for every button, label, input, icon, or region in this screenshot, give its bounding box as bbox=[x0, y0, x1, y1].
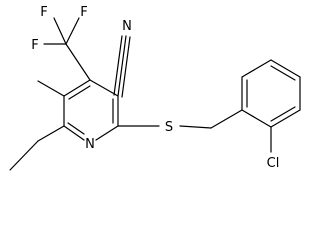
atom-ring-n: N bbox=[85, 137, 95, 152]
bond-n1-c6 bbox=[63, 125, 85, 141]
bond-c5-c4-inner bbox=[68, 85, 91, 100]
bond-ch2-benzene bbox=[210, 109, 243, 129]
bond-c5-c4 bbox=[63, 79, 91, 97]
bond-c5-methyl bbox=[37, 80, 65, 97]
bond-c4-cf3 bbox=[65, 43, 91, 81]
atom-chlorine: Cl bbox=[267, 156, 280, 171]
bond-benzene-a5-a6 bbox=[270, 109, 301, 128]
bond-s-ch2 bbox=[179, 125, 212, 129]
atom-f-top-left: F bbox=[40, 5, 47, 20]
bond-benzene-a6-a1 bbox=[241, 109, 272, 128]
bond-n1-c6-inner bbox=[67, 122, 85, 135]
atom-f-top-right: F bbox=[80, 5, 87, 20]
bond-c6-ethyl-1 bbox=[37, 125, 65, 142]
molecule-structure: F F F N N S Cl bbox=[9, 5, 301, 171]
atom-nitrile-n: N bbox=[122, 19, 132, 34]
bond-benzene-a3-a4 bbox=[270, 59, 301, 78]
bond-c4-c3 bbox=[89, 79, 119, 97]
bond-benzene-a3-a4-inner bbox=[270, 65, 296, 81]
bond-cf3-f-top-right bbox=[65, 17, 80, 45]
bond-benzene-a5-a6-inner bbox=[270, 106, 296, 122]
atom-sulfur: S bbox=[165, 120, 173, 135]
atom-f-left: F bbox=[31, 38, 38, 53]
bond-c2-n1 bbox=[95, 125, 119, 141]
bond-benzene-a2-a3 bbox=[241, 59, 272, 78]
bond-c3-cn-1 bbox=[117, 35, 127, 97]
bond-ethyl-1-2 bbox=[9, 140, 39, 171]
bond-c3-cn-3 bbox=[121, 36, 131, 98]
bond-c3-cn-2 bbox=[113, 35, 123, 96]
bond-cf3-f-top-left bbox=[53, 17, 67, 45]
